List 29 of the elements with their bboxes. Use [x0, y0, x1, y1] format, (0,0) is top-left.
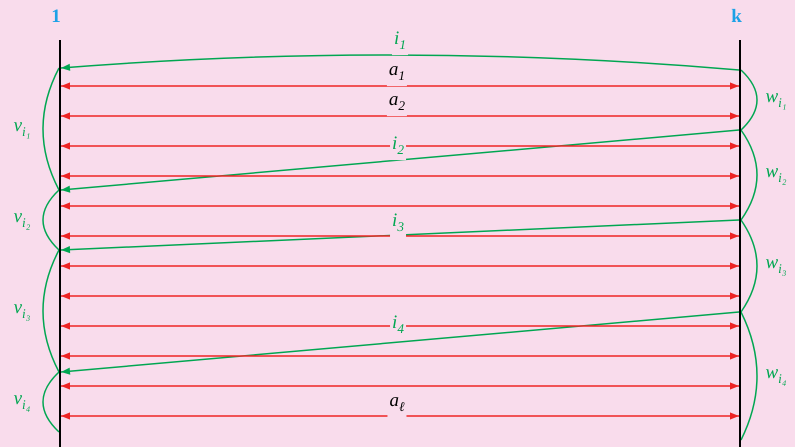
arrow	[60, 129, 740, 193]
arrow	[61, 322, 739, 330]
arrow	[61, 352, 739, 360]
brace-label: w$_{i₄}$	[766, 363, 786, 388]
brace-label: w$_{i₂}$	[766, 162, 786, 187]
arrow	[61, 172, 739, 180]
arrow	[61, 232, 739, 240]
arrow	[60, 311, 740, 375]
edge-label: i$_{2}$	[390, 134, 406, 160]
brace-label: v$_{i₃}$	[14, 298, 30, 323]
edge-label: i$_{1}$	[392, 29, 408, 55]
brace-label: v$_{i₂}$	[14, 207, 30, 232]
arrow	[61, 292, 739, 300]
brace-label: w$_{i₁}$	[766, 87, 786, 112]
axis-heading: 1	[51, 6, 61, 28]
arrow	[61, 262, 739, 270]
arrow	[61, 202, 739, 210]
arrow	[61, 382, 739, 390]
arrow	[61, 412, 739, 420]
brace-label: v$_{i₁}$	[14, 116, 30, 141]
brace-label: w$_{i₃}$	[766, 253, 786, 278]
arrow	[60, 54, 740, 71]
edge-label: i$_{3}$	[390, 211, 406, 237]
arrow	[61, 82, 739, 90]
axis-heading: k	[731, 6, 742, 28]
arrow	[61, 142, 739, 150]
arrow	[61, 112, 739, 120]
brace-label: v$_{i₄}$	[14, 389, 30, 414]
arrow	[60, 219, 740, 254]
